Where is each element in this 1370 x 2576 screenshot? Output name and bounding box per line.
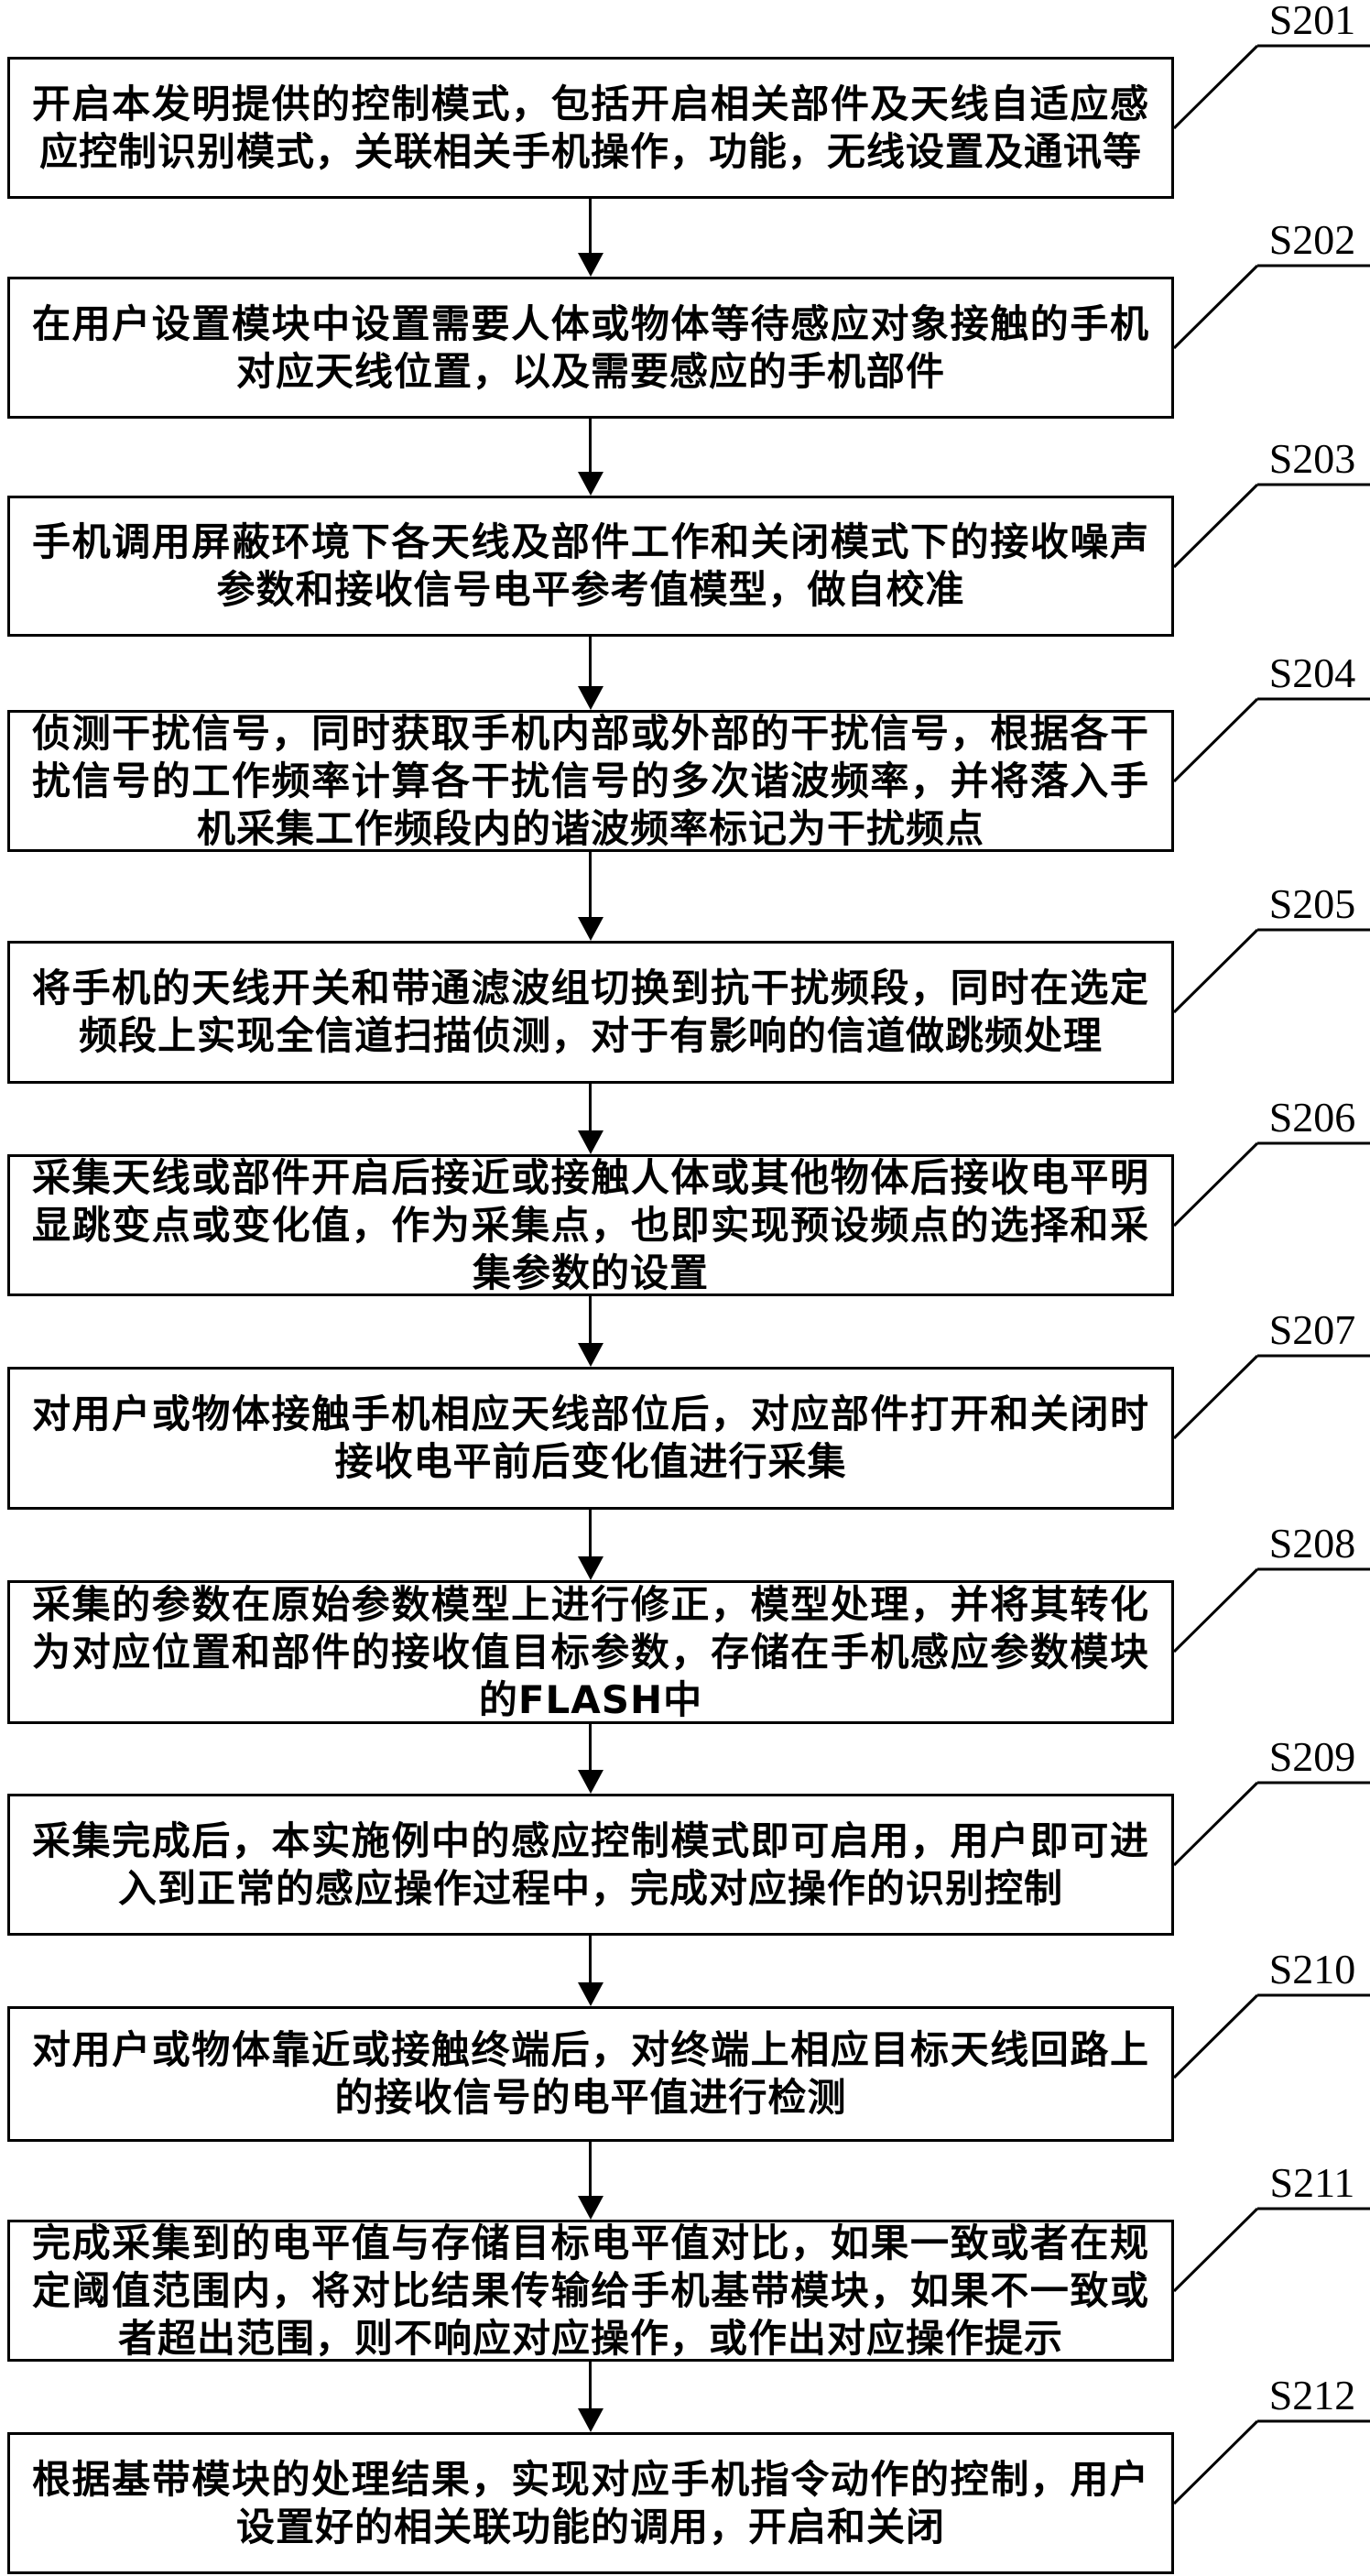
step-text-s207: 对用户或物体接触手机相应天线部位后，对应部件打开和关闭时接收电平前后变化值进行采… <box>32 1392 1149 1484</box>
step-text-s206: 采集天线或部件开启后接近或接触人体或其他物体后接收电平明显跳变点或变化值，作为采… <box>32 1154 1149 1295</box>
step-label-s205: S205 <box>1268 880 1356 927</box>
step-text-s208: 采集的参数在原始参数模型上进行修正，模型处理，并将其转化为对应位置和部件的接收值… <box>32 1581 1149 1722</box>
leader-line-s203 <box>1172 483 1370 569</box>
flow-arrowhead-icon-s203 <box>578 686 603 710</box>
flow-arrow-stem-s204 <box>589 852 592 921</box>
leader-line-s208 <box>1172 1567 1370 1654</box>
flow-arrow-stem-s208 <box>589 1724 592 1774</box>
flow-arrowhead-icon-s211 <box>578 2408 603 2432</box>
leader-line-s202 <box>1172 264 1370 350</box>
step-box-s201: 开启本发明提供的控制模式，包括开启相关部件及天线自适应感应控制识别模式，关联相关… <box>7 57 1174 199</box>
step-label-s210: S210 <box>1268 1946 1356 1992</box>
flow-arrowhead-icon-s205 <box>578 1130 603 1154</box>
leader-line-s207 <box>1172 1354 1370 1440</box>
step-box-s203: 手机调用屏蔽环境下各天线及部件工作和关闭模式下的接收噪声参数和接收信号电平参考值… <box>7 496 1174 637</box>
leader-line-s201 <box>1172 44 1370 130</box>
step-box-s207: 对用户或物体接触手机相应天线部位后，对应部件打开和关闭时接收电平前后变化值进行采… <box>7 1367 1174 1510</box>
flow-arrow-stem-s211 <box>589 2362 592 2412</box>
step-label-s203: S203 <box>1268 435 1356 482</box>
leader-line-s210 <box>1172 1993 1370 2079</box>
step-box-s205: 将手机的天线开关和带通滤波组切换到抗干扰频段，同时在选定频段上实现全信道扫描侦测… <box>7 941 1174 1084</box>
flow-arrow-stem-s206 <box>589 1296 592 1347</box>
step-label-s207: S207 <box>1268 1306 1356 1353</box>
flow-arrow-stem-s207 <box>589 1510 592 1560</box>
flow-arrow-stem-s210 <box>589 2142 592 2199</box>
step-text-s201: 开启本发明提供的控制模式，包括开启相关部件及天线自适应感应控制识别模式，关联相关… <box>32 81 1149 174</box>
step-text-s205: 将手机的天线开关和带通滤波组切换到抗干扰频段，同时在选定频段上实现全信道扫描侦测… <box>32 966 1149 1058</box>
step-text-s202: 在用户设置模块中设置需要人体或物体等待感应对象接触的手机对应天线位置，以及需要感… <box>32 300 1149 394</box>
step-label-s204: S204 <box>1268 649 1356 696</box>
flow-arrowhead-icon-s210 <box>578 2196 603 2220</box>
step-label-s206: S206 <box>1268 1094 1356 1141</box>
flow-arrow-stem-s209 <box>589 1936 592 1986</box>
flow-arrowhead-icon-s208 <box>578 1770 603 1794</box>
step-label-s201: S201 <box>1268 0 1356 43</box>
flow-arrow-stem-s205 <box>589 1084 592 1134</box>
flow-arrowhead-icon-s202 <box>578 472 603 496</box>
leader-line-s205 <box>1172 928 1370 1014</box>
step-label-s208: S208 <box>1268 1520 1356 1566</box>
flow-arrow-stem-s202 <box>589 419 592 475</box>
step-box-s208: 采集的参数在原始参数模型上进行修正，模型处理，并将其转化为对应位置和部件的接收值… <box>7 1580 1174 1724</box>
flow-arrowhead-icon-s207 <box>578 1556 603 1580</box>
step-box-s210: 对用户或物体靠近或接触终端后，对终端上相应目标天线回路上的接收信号的电平值进行检… <box>7 2006 1174 2142</box>
leader-line-s212 <box>1172 2419 1370 2505</box>
step-text-s203: 手机调用屏蔽环境下各天线及部件工作和关闭模式下的接收噪声参数和接收信号电平参考值… <box>32 519 1149 612</box>
flow-arrowhead-icon-s201 <box>578 253 603 277</box>
leader-line-s206 <box>1172 1141 1370 1228</box>
step-text-s212: 根据基带模块的处理结果，实现对应手机指令动作的控制，用户设置好的相关联功能的调用… <box>32 2456 1149 2549</box>
step-box-s209: 采集完成后，本实施例中的感应控制模式即可启用，用户即可进入到正常的感应操作过程中… <box>7 1794 1174 1936</box>
step-label-s211: S211 <box>1269 2159 1355 2206</box>
step-box-s212: 根据基带模块的处理结果，实现对应手机指令动作的控制，用户设置好的相关联功能的调用… <box>7 2432 1174 2574</box>
flow-arrow-stem-s203 <box>589 637 592 690</box>
step-text-s211: 完成采集到的电平值与存储目标电平值对比，如果一致或者在规定阈值范围内，将对比结果… <box>32 2220 1149 2361</box>
leader-line-s204 <box>1172 697 1370 783</box>
flow-arrowhead-icon-s209 <box>578 1982 603 2006</box>
step-label-s209: S209 <box>1268 1733 1356 1780</box>
step-text-s210: 对用户或物体靠近或接触终端后，对终端上相应目标天线回路上的接收信号的电平值进行检… <box>32 2027 1149 2120</box>
flow-arrowhead-icon-s204 <box>578 917 603 941</box>
step-box-s206: 采集天线或部件开启后接近或接触人体或其他物体后接收电平明显跳变点或变化值，作为采… <box>7 1154 1174 1296</box>
step-label-s202: S202 <box>1268 216 1356 263</box>
step-text-s204: 侦测干扰信号，同时获取手机内部或外部的干扰信号，根据各干扰信号的工作频率计算各干… <box>32 710 1149 851</box>
leader-line-s209 <box>1172 1781 1370 1867</box>
step-text-s209: 采集完成后，本实施例中的感应控制模式即可启用，用户即可进入到正常的感应操作过程中… <box>32 1817 1149 1911</box>
step-label-s212: S212 <box>1268 2372 1356 2418</box>
flow-arrowhead-icon-s206 <box>578 1343 603 1367</box>
step-box-s202: 在用户设置模块中设置需要人体或物体等待感应对象接触的手机对应天线位置，以及需要感… <box>7 277 1174 419</box>
step-box-s204: 侦测干扰信号，同时获取手机内部或外部的干扰信号，根据各干扰信号的工作频率计算各干… <box>7 710 1174 852</box>
leader-line-s211 <box>1172 2207 1370 2293</box>
flow-arrow-stem-s201 <box>589 199 592 257</box>
step-box-s211: 完成采集到的电平值与存储目标电平值对比，如果一致或者在规定阈值范围内，将对比结果… <box>7 2220 1174 2362</box>
